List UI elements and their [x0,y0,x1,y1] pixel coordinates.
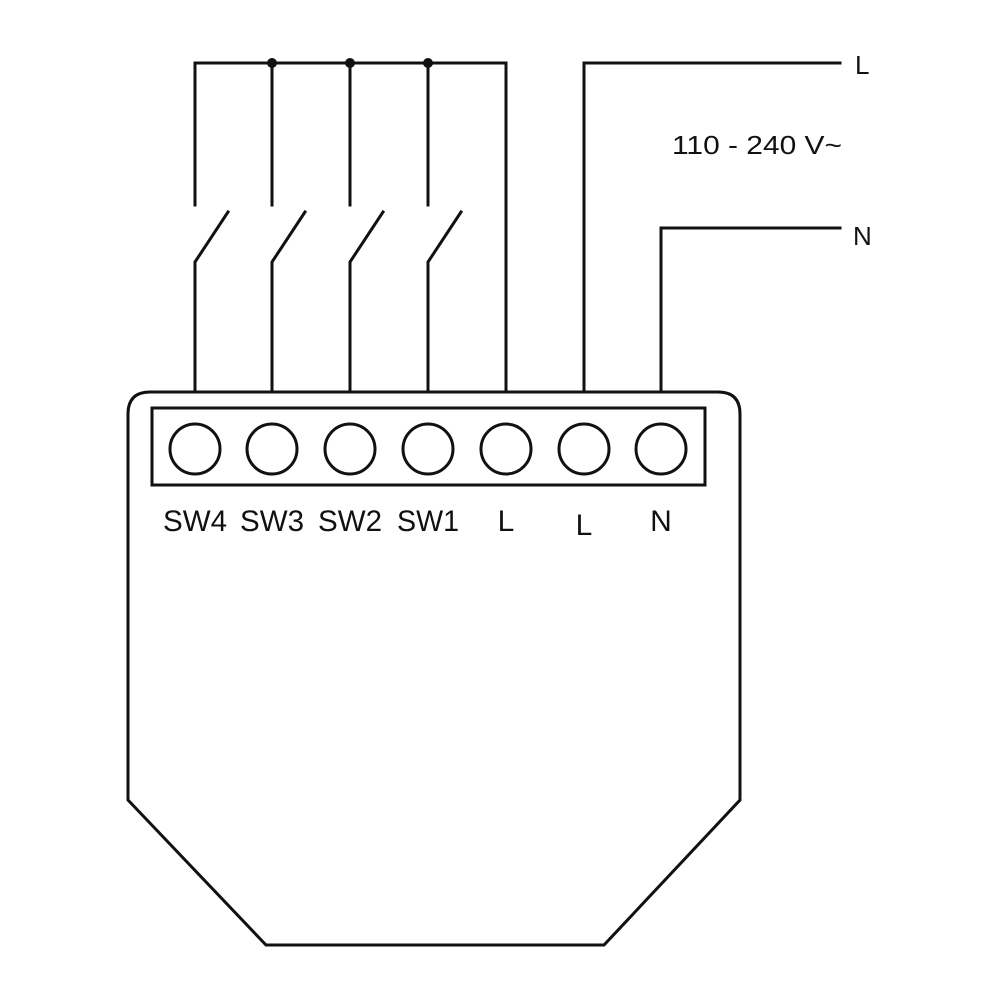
terminal-l2 [557,422,611,476]
terminal-sw4 [168,422,222,476]
terminal-label: L [576,509,593,542]
live-supply-wire [582,61,842,394]
terminal-sw3 [245,422,299,476]
switch-sw1 [426,209,464,394]
live-label: L [855,50,869,80]
neutral-label: N [853,221,872,251]
switch-sw3 [270,209,308,394]
terminal-label: L [498,505,515,538]
terminal-n [634,422,688,476]
switch-sw2 [348,209,386,394]
terminal-l1 [479,422,533,476]
junction-dot [345,58,355,68]
terminal-label: SW1 [397,505,459,538]
junction-dot [267,58,277,68]
terminal-label: SW3 [240,505,304,538]
terminal-strip [150,406,707,487]
device-body [126,390,742,947]
voltage-label: 110 - 240 V~ [672,130,842,160]
neutral-supply-wire [659,226,842,394]
terminal-label: SW4 [163,505,227,538]
terminal-label: N [650,505,672,538]
terminal-sw2 [323,422,377,476]
switch-sw4 [193,209,231,394]
terminal-sw1 [401,422,455,476]
terminal-label: SW2 [318,505,382,538]
junction-dot [423,58,433,68]
